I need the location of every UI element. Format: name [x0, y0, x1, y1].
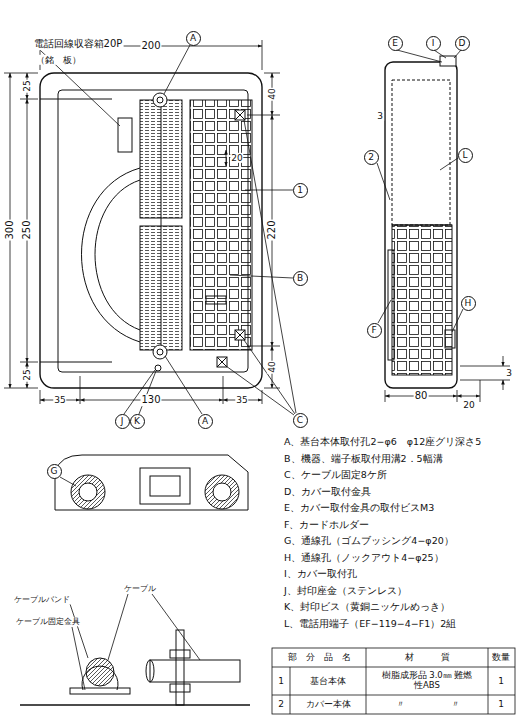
dimension: 250	[21, 219, 33, 240]
table-cell: 〃	[395, 699, 406, 709]
dimension: 20	[230, 153, 243, 163]
note-line: I、カバー取付孔	[283, 569, 358, 580]
dimension: 25	[22, 368, 32, 381]
note-line: J、封印座金（ステンレス）	[283, 585, 408, 596]
table-cell: 樹脂成形品 3.0㎜ 難燃性ABS	[380, 671, 474, 691]
part-name: ケーブル固定金具	[15, 617, 81, 626]
callout-circle: A	[186, 31, 201, 46]
dimension: 25	[22, 79, 32, 92]
callout-letter: 1	[297, 186, 303, 195]
callout-letter: F	[371, 326, 376, 335]
parts-table	[272, 648, 515, 714]
table-cell: 1	[497, 676, 505, 686]
table-header: 数量	[491, 652, 511, 662]
dimension: 35	[235, 395, 248, 405]
product-title: 電話回線収容箱20P	[33, 38, 124, 50]
callout-circle: L	[458, 148, 473, 163]
callout-letter: K	[134, 417, 140, 426]
callout-circle: A	[198, 414, 213, 429]
note-line: C、ケーブル固定8ケ所	[283, 470, 388, 481]
callout-circle: 2	[364, 150, 379, 165]
dimension: 3	[505, 368, 513, 378]
bottom-view	[55, 455, 248, 510]
dimension: 20	[462, 400, 475, 410]
table-cell: 基台本体	[309, 676, 347, 686]
note-line: D、カバー取付金具	[283, 486, 372, 497]
note-line: L、電話用端子（EF−119−4−F1）2組	[283, 618, 457, 629]
callout-letter: D	[459, 39, 466, 48]
callout-circle: J	[115, 414, 130, 429]
dimension: 300	[4, 219, 16, 240]
table-header: 部 分 品 名	[287, 652, 352, 662]
dimension: 40	[267, 87, 277, 100]
table-cell: 1	[497, 699, 505, 709]
note-line: A、基台本体取付孔2−φ6 φ12座グリ深さ5	[283, 437, 482, 448]
side-view	[385, 56, 457, 388]
cable-detail	[20, 50, 250, 705]
table-header: 材 質	[404, 652, 451, 662]
note-line: G、通線孔（ゴムブッシング4−φ20）	[283, 536, 455, 547]
callout-circle: D	[455, 36, 470, 51]
callout-circle: G	[47, 464, 62, 479]
callout-letter: A	[202, 417, 208, 426]
dimension: 3	[376, 111, 384, 121]
callout-letter: B	[297, 274, 303, 283]
dimension: 80	[414, 390, 429, 402]
dimension: 220	[266, 219, 278, 240]
part-name: ケーブルバンド	[13, 595, 71, 604]
leader-lines	[60, 45, 463, 486]
callout-letter: J	[121, 417, 124, 426]
part-name: ケーブル	[123, 584, 157, 593]
table-cell: 〃	[450, 699, 461, 709]
callout-circle: F	[367, 323, 382, 338]
callout-circle: I	[426, 36, 441, 51]
note-line: E、カバー取付金具の取付ビスM3	[283, 503, 435, 514]
table-cell: カバー本体	[305, 699, 352, 709]
nameplate-note: （銘 板）	[35, 55, 82, 65]
callout-letter: H	[465, 299, 472, 308]
callout-circle: B	[293, 271, 308, 286]
callout-circle: E	[388, 36, 403, 51]
note-line: K、封印ビス（黄銅ニッケルめっき）	[283, 602, 451, 613]
callout-circle: K	[130, 414, 145, 429]
callout-letter: E	[392, 39, 398, 48]
callout-letter: C	[297, 416, 303, 425]
table-cell: 2	[277, 699, 285, 709]
dimension-lines	[4, 40, 510, 404]
note-line: F、カードホルダー	[283, 519, 370, 530]
table-cell: 1	[277, 676, 285, 686]
dimension: 130	[140, 394, 161, 406]
note-line: B、機器、端子板取付用溝2．5幅溝	[283, 453, 444, 464]
dimension: 200	[140, 40, 161, 52]
callout-circle: C	[293, 413, 308, 428]
callout-circle: H	[461, 296, 476, 311]
callout-letter: A	[190, 34, 196, 43]
front-view	[40, 73, 262, 388]
note-line: H、通線孔（ノックアウト4−φ25）	[283, 552, 445, 563]
dimension: 35	[53, 395, 66, 405]
callout-letter: 2	[368, 153, 374, 162]
callout-circle: 1	[293, 183, 308, 198]
callout-letter: I	[432, 39, 435, 48]
callout-letter: G	[51, 467, 58, 476]
callout-letter: L	[462, 151, 467, 160]
dimension: 40	[267, 360, 277, 373]
